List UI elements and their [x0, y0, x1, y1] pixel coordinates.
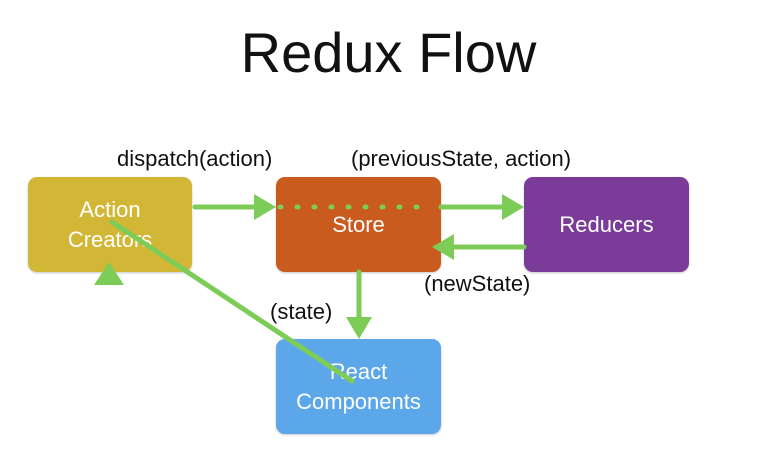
- diagram-title: Redux Flow: [240, 21, 537, 84]
- previous-state-label: (previousState, action): [351, 146, 572, 171]
- reducers-label: Reducers: [559, 211, 654, 237]
- previous-state-arrowhead: [502, 194, 524, 220]
- action-creators-node: Action Creators: [28, 177, 192, 272]
- new-state-label: (newState): [424, 271, 531, 296]
- state-label: (state): [270, 299, 333, 324]
- state-arrowhead: [346, 317, 372, 339]
- react-components-label: React Components: [296, 358, 421, 414]
- dispatch-arrowhead: [254, 194, 276, 220]
- store-node: Store: [276, 177, 441, 272]
- reducers-node: Reducers: [524, 177, 689, 272]
- react-components-node: React Components: [276, 339, 441, 434]
- store-label: Store: [332, 211, 385, 237]
- action-creators-label: Action Creators: [67, 196, 153, 252]
- dispatch-label: dispatch(action): [117, 146, 273, 171]
